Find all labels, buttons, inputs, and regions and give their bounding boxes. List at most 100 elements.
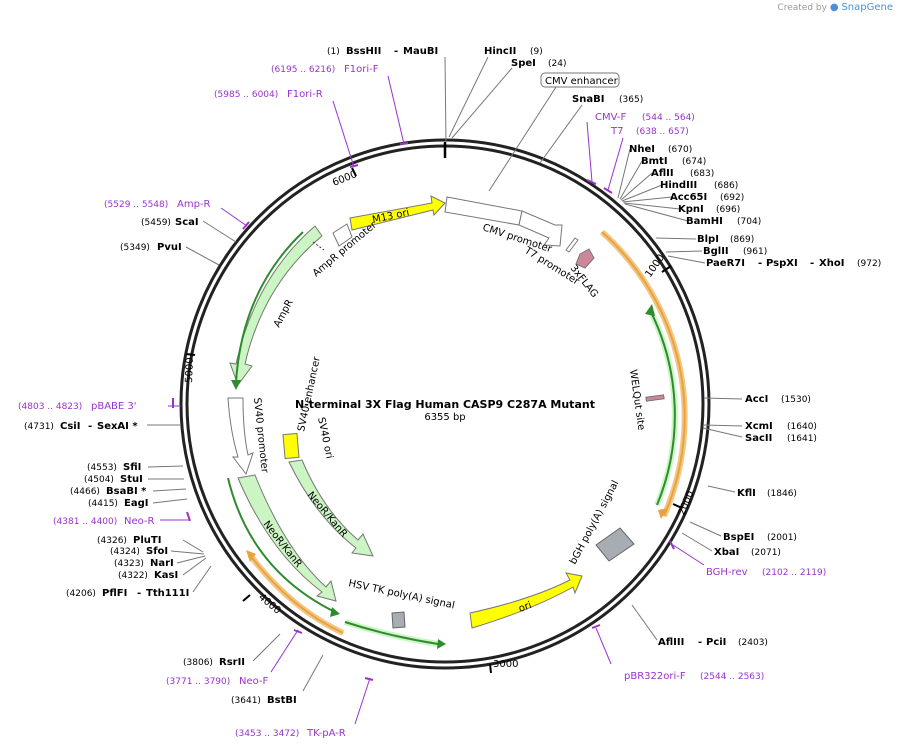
map-title: N-terminal 3X Flag Human CASP9 C287A Mut… [295, 398, 595, 423]
enzyme-blpi-pos: (869) [730, 235, 754, 245]
enzyme-csii-name: CsiI [60, 421, 80, 432]
hsv-label: HSV TK poly(A) signal [347, 578, 455, 611]
enzyme-pspxi-name: PspXI [766, 258, 798, 269]
primer-t7-range: (638 .. 657) [636, 127, 689, 137]
svg-text:-: - [758, 258, 762, 269]
enzyme-bspei-pos: (2001) [767, 533, 797, 543]
enzyme-sfii-name: SfiI [123, 462, 141, 473]
cmv-enhancer-label: CMV enhancer [545, 76, 619, 87]
m13-ori-arrow [349, 195, 446, 231]
primer-neo-f-range: (3771 .. 3790) [166, 677, 230, 687]
svg-text:-: - [137, 588, 141, 599]
neokan-outer-arrow [237, 474, 337, 602]
enzyme-rsrii-name: RsrII [219, 657, 245, 668]
enzyme-pluti-name: PluTI [133, 535, 161, 546]
enzyme-bsshii-name: BssHII [346, 46, 381, 57]
primer-labels: (6195 .. 6216) F1ori-F (5985 .. 6004) F1… [18, 64, 826, 739]
enzyme-bamhi-pos: (704) [737, 217, 761, 227]
enzyme-acc65i-pos: (692) [720, 193, 744, 203]
enzyme-spei-pos: (24) [548, 59, 566, 69]
enzyme-eagi-pos: (4415) [88, 499, 118, 509]
enzyme-pluti-pos: (4326) [97, 536, 127, 546]
enzyme-stui-pos: (4504) [84, 475, 114, 485]
enzyme-tth111i-name: Tth111I [146, 588, 189, 599]
enzyme-xbai-name: XbaI [714, 547, 739, 558]
primer-f1ori-r-range: (5985 .. 6004) [214, 90, 278, 100]
ampr-arrow [229, 225, 323, 387]
sv40-promoter-label: SV40 promoter [251, 397, 270, 474]
enzyme-bmti-pos: (674) [682, 157, 706, 167]
primer-bgh-rev-range: (2102 .. 2119) [762, 568, 826, 578]
enzyme-scai-name: ScaI [175, 217, 199, 228]
sv40-promoter-arrow [227, 397, 254, 476]
enzyme-pflfi-name: PflFI [102, 588, 127, 599]
primer-tk-pa-r-name: TK-pA-R [306, 728, 346, 739]
credit-prefix: Created by [777, 3, 827, 13]
enzyme-pcii-name: PciI [706, 637, 726, 648]
enzyme-kpni-pos: (696) [716, 205, 740, 215]
enzyme-bmti-name: BmtI [641, 156, 668, 167]
enzyme-bsabi-pos: (4466) [70, 487, 100, 497]
primer-pbabe-name: pBABE 3' [91, 401, 137, 412]
enzyme-spei-name: SpeI [511, 58, 536, 69]
enzyme-nari-pos: (4323) [114, 559, 144, 569]
enzyme-sexai-name: SexAI * [97, 421, 138, 432]
t7-promoter-arrow [565, 237, 579, 253]
cmv-promoter-arrow [518, 210, 563, 247]
enzyme-kpni-name: KpnI [678, 204, 704, 215]
sv40-ori-label: SV40 ori [315, 416, 335, 459]
primer-t7-name: T7 [610, 126, 623, 137]
tick-label-5000: 5000 [184, 357, 196, 383]
bgh-polya-box [595, 527, 635, 562]
enzyme-pcii-pos: (2403) [738, 638, 768, 648]
enzyme-stui-name: StuI [120, 474, 143, 485]
enzyme-hindiii-pos: (686) [714, 181, 738, 191]
plasmid-size: 6355 bp [424, 412, 465, 423]
enzyme-kasi-pos: (4322) [118, 571, 148, 581]
credit-brand: SnapGene [841, 2, 893, 13]
primer-pbabe-range: (4803 .. 4823) [18, 402, 82, 412]
features [227, 195, 688, 649]
welqut-label: WELQut site [627, 369, 646, 431]
enzyme-bstbi-pos: (3641) [231, 696, 261, 706]
cmv-enhancer-arrow [444, 196, 523, 226]
enzyme-bglii-pos: (961) [743, 247, 767, 257]
enzyme-sfii-pos: (4553) [87, 463, 117, 473]
ori-arrow [469, 572, 583, 629]
primer-f1ori-r-name: F1ori-R [287, 89, 323, 100]
plasmid-backbone [179, 138, 711, 670]
enzyme-labels-left: (5459) ScaI (5349) PvuI (4731) CsiI - Se… [24, 217, 297, 706]
primer-pbr322ori-f-name: pBR322ori-F [624, 671, 686, 682]
flag-tag-arrow [575, 248, 595, 269]
enzyme-labels-right: (1) BssHII - MauBI HincII (9) SpeI (24) … [327, 46, 881, 648]
enzyme-rsrii-pos: (3806) [183, 658, 213, 668]
neokan-inner-arrow [288, 459, 374, 557]
cmv-enhancer-label-box [540, 72, 620, 88]
enzyme-bsabi-name: BsaBI * [106, 486, 147, 497]
enzyme-kfli-name: KflI [737, 488, 756, 499]
enzyme-bspei-name: BspEI [723, 532, 754, 543]
enzyme-acci-pos: (1530) [781, 395, 811, 405]
enzyme-blpi-name: BlpI [697, 234, 719, 245]
enzyme-bsshii-pos: (1) [327, 47, 340, 57]
enzyme-hincii-pos: (9) [530, 47, 543, 57]
primer-f1ori-f-range: (6195 .. 6216) [271, 65, 335, 75]
enzyme-sacii-name: SacII [745, 433, 772, 444]
ampr-label: AmpR [272, 298, 296, 330]
enzyme-pvui-name: PvuI [157, 242, 182, 253]
primer-neo-r-range: (4381 .. 4400) [53, 517, 117, 527]
enzyme-scai-pos: (5459) [141, 218, 171, 228]
enzyme-bamhi-name: BamHI [686, 216, 723, 227]
enzyme-aflii-pos: (683) [690, 169, 714, 179]
primer-amp-r-name: Amp-R [177, 199, 211, 210]
enzyme-nhei-name: NheI [629, 144, 655, 155]
enzyme-acci-name: AccI [745, 394, 768, 405]
primer-tk-pa-r-range: (3453 .. 3472) [235, 729, 299, 739]
sv40-ori-box [282, 432, 300, 460]
plasmid-name: N-terminal 3X Flag Human CASP9 C287A Mut… [295, 398, 595, 411]
primer-neo-f-name: Neo-F [239, 676, 269, 687]
enzyme-bstbi-name: BstBI [267, 695, 297, 706]
tick-label-2000: 2000 [677, 489, 697, 517]
tick-label-4000: 4000 [256, 592, 283, 617]
